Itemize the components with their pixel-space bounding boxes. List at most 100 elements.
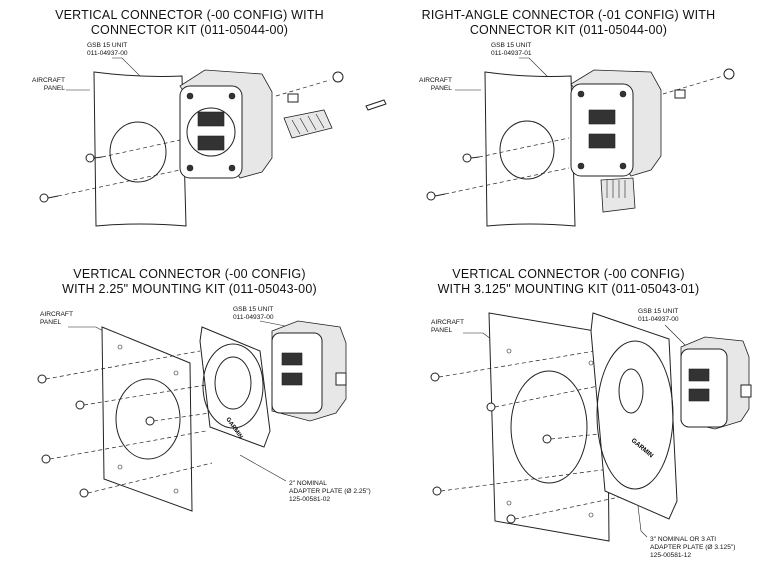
usb-port-icon [281, 372, 303, 386]
panel-cutout [499, 120, 555, 180]
usb-port-icon [588, 133, 616, 149]
usb-port-icon [688, 388, 710, 402]
title-line-2: CONNECTOR KIT (011-05044-00) [90, 23, 289, 37]
title-line-2: WITH 3.125" MOUNTING KIT (011-05043-01) [437, 282, 700, 296]
connector-housing [283, 109, 333, 139]
unit-label-line-1: GSB 15 UNIT [491, 42, 532, 49]
mount-screw-icon [619, 90, 627, 98]
adapter-plate-label: 3" NOMINAL OR 3 ATI ADAPTER PLATE (Ø 3.1… [650, 536, 735, 560]
diagram-right-angle-connector-kit: RIGHT-ANGLE CONNECTOR (-01 CONFIG) WITH … [379, 0, 758, 281]
plate-label-line-1: 2" NOMINAL [289, 480, 327, 487]
exploded-view-drawing [426, 57, 735, 227]
unit-face [179, 85, 243, 179]
panel-cutout [115, 378, 181, 460]
panel-label: AIRCRAFT PANEL [419, 77, 452, 93]
diagram-title: VERTICAL CONNECTOR (-00 CONFIG) WITH 2.2… [0, 267, 379, 297]
screw-icon [75, 384, 207, 410]
mount-screw-icon [577, 90, 585, 98]
assembly-line [275, 79, 331, 97]
screw-icon [426, 167, 570, 201]
plate-label-line-2: ADAPTER PLATE (Ø 2.25") [289, 488, 371, 495]
unit-label-line-1: GSB 15 UNIT [87, 42, 128, 49]
panel-hole [588, 360, 594, 366]
usb-port-icon [281, 352, 303, 366]
unit-label-line-1: GSB 15 UNIT [638, 308, 679, 315]
screw-icon [430, 346, 620, 382]
right-angle-connector [600, 177, 636, 213]
panel-label-line-1: AIRCRAFT [32, 77, 65, 84]
mount-screw-icon [619, 162, 627, 170]
panel-label-line-2: PANEL [431, 327, 453, 334]
diagram-title: RIGHT-ANGLE CONNECTOR (-01 CONFIG) WITH … [379, 8, 758, 38]
unit-part-number: 011-04937-00 [233, 314, 274, 321]
unit-label: GSB 15 UNIT 011-04937-00 [233, 306, 274, 322]
connector-pins [291, 113, 325, 135]
exploded-view-drawing: GARMIN [430, 312, 752, 542]
title-line-1: RIGHT-ANGLE CONNECTOR (-01 CONFIG) WITH [421, 8, 716, 22]
panel-label: AIRCRAFT PANEL [40, 311, 73, 327]
panel-label-line-1: AIRCRAFT [431, 319, 464, 326]
panel-label-line-2: PANEL [430, 85, 452, 92]
diagram-2-25-mounting-kit: VERTICAL CONNECTOR (-00 CONFIG) WITH 2.2… [0, 267, 379, 562]
panel-label-line-1: AIRCRAFT [40, 311, 73, 318]
screw-icon [462, 137, 570, 163]
unit-leader-line [664, 324, 688, 348]
title-line-1: VERTICAL CONNECTOR (-00 CONFIG) [452, 267, 685, 281]
usb-port-icon [197, 111, 225, 127]
spacer-icon [674, 89, 686, 99]
usb-port-icon [688, 368, 710, 382]
unit-part-number: 011-04937-01 [491, 50, 532, 57]
plate-part-number: 125-00581-02 [289, 496, 331, 503]
screw-icon [506, 494, 630, 524]
unit-part-number: 011-04937-00 [638, 316, 679, 323]
usb-port-icon [588, 109, 616, 125]
panel-leader-line [463, 332, 492, 340]
unit-part-number: 011-04937-00 [87, 50, 128, 57]
title-line-2: CONNECTOR KIT (011-05044-00) [469, 23, 668, 37]
screw-icon [41, 430, 207, 464]
unit-label: GSB 15 UNIT 011-04937-00 [638, 308, 679, 324]
panel-hole [173, 370, 179, 376]
unit-face [680, 348, 728, 428]
screw-icon [332, 71, 344, 83]
panel-label: AIRCRAFT PANEL [32, 77, 65, 93]
plate-part-number: 125-00581-12 [650, 552, 692, 559]
mount-screw-icon [186, 164, 194, 172]
title-line-1: VERTICAL CONNECTOR (-00 CONFIG) [73, 267, 306, 281]
diagram-title: VERTICAL CONNECTOR (-00 CONFIG) WITH 3.1… [379, 267, 758, 297]
panel-hole [588, 512, 594, 518]
exploded-view-drawing: GARMIN [37, 320, 347, 512]
usb-port-icon [197, 135, 225, 151]
panel-label-line-1: AIRCRAFT [419, 77, 452, 84]
connector-pins [606, 180, 626, 198]
aircraft-panel [488, 312, 610, 542]
usb-bezel [186, 107, 236, 157]
screw-icon [145, 412, 211, 426]
adapter-plate [199, 326, 271, 448]
diagram-vertical-connector-kit: VERTICAL CONNECTOR (-00 CONFIG) WITH CON… [0, 0, 387, 281]
adapter-plate-ring [596, 340, 674, 490]
screw-icon [79, 462, 213, 498]
unit-label-line-1: GSB 15 UNIT [233, 306, 274, 313]
connector-stub [740, 384, 752, 398]
mount-screw-icon [228, 164, 236, 172]
aircraft-panel [484, 71, 576, 227]
plate-label-line-1: 3" NOMINAL OR 3 ATI [650, 536, 717, 543]
unit-label: GSB 15 UNIT 011-04937-01 [491, 42, 532, 58]
panel-label: AIRCRAFT PANEL [431, 319, 464, 335]
assembly-line [662, 75, 724, 95]
adapter-plate-bore [214, 356, 252, 410]
diagram-3-125-mounting-kit: VERTICAL CONNECTOR (-00 CONFIG) WITH 3.1… [379, 267, 758, 562]
screw-icon [37, 350, 201, 384]
panel-hole [506, 348, 512, 354]
panel-hole [117, 464, 123, 470]
panel-label-line-2: PANEL [40, 319, 62, 326]
adapter-plate [590, 312, 678, 520]
mount-screw-icon [186, 92, 194, 100]
title-line-2: WITH 2.25" MOUNTING KIT (011-05043-00) [62, 282, 317, 296]
panel-cutout [109, 121, 167, 183]
plate-label-line-2: ADAPTER PLATE (Ø 3.125") [650, 544, 736, 551]
title-line-1: VERTICAL CONNECTOR (-00 CONFIG) WITH [55, 8, 324, 22]
panel-label-line-2: PANEL [43, 85, 65, 92]
plate-leader-line [239, 454, 287, 482]
